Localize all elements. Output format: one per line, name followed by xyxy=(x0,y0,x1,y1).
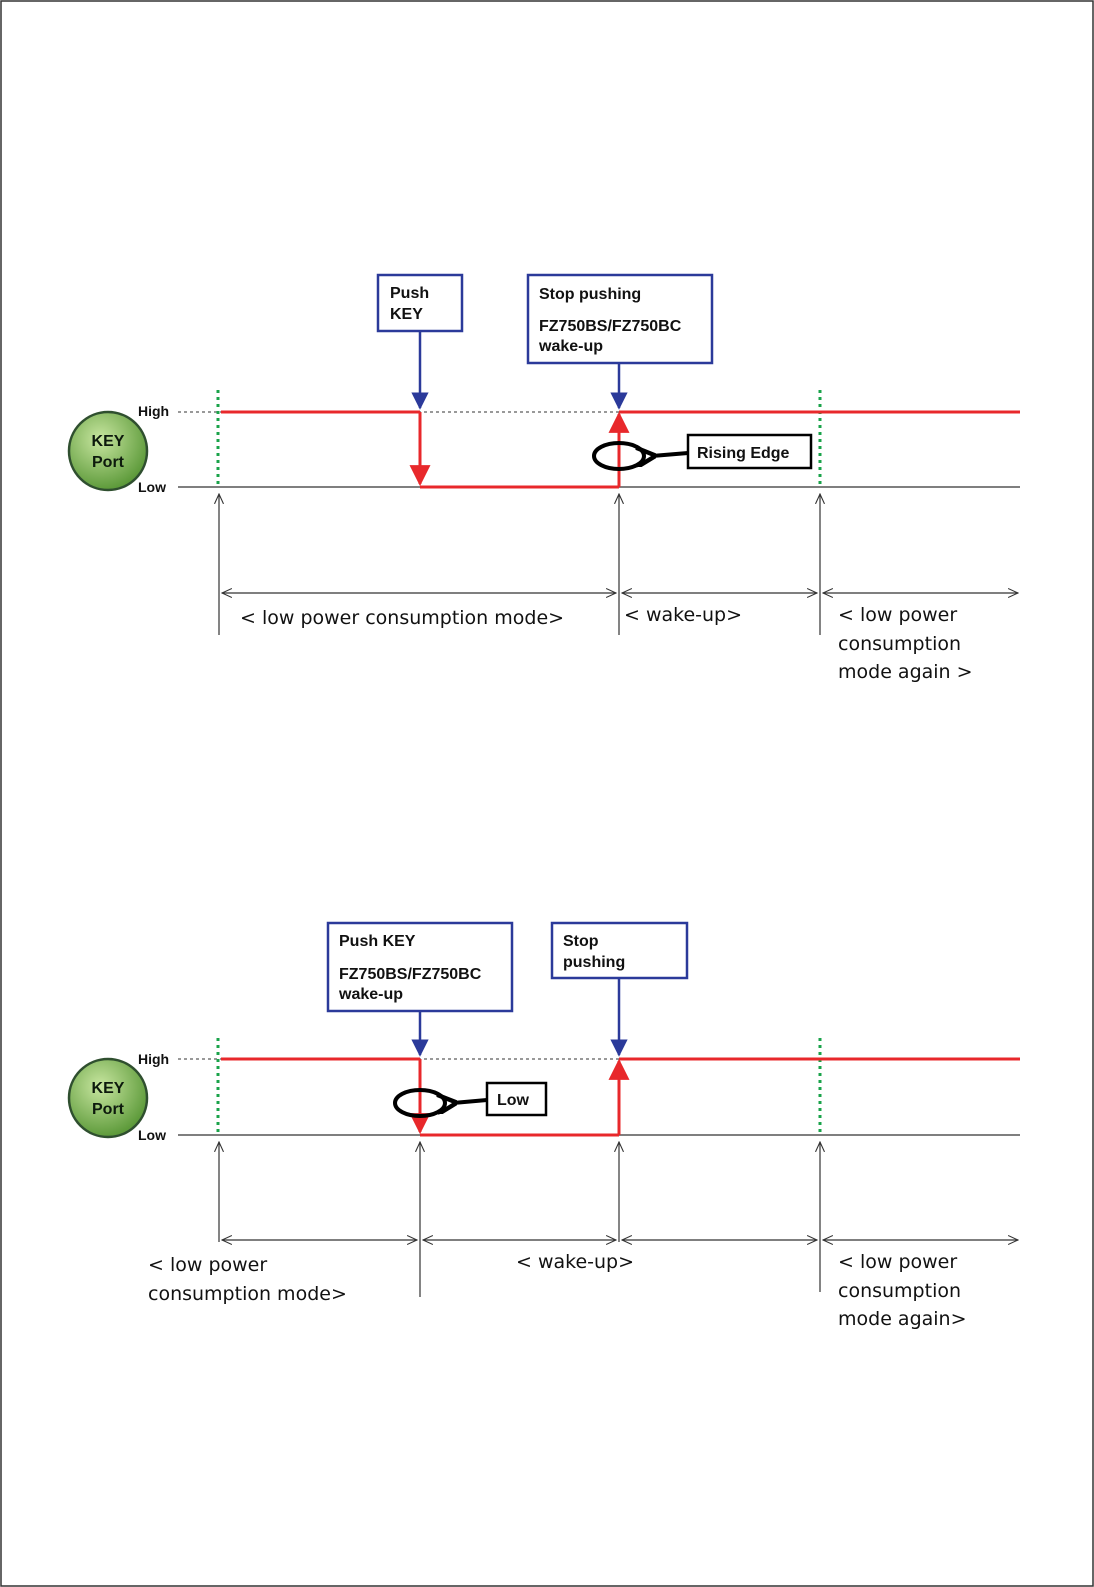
callout-push-line3: wake-up xyxy=(338,986,403,1003)
low-annotation: Low xyxy=(395,1083,546,1116)
mode-again-line3: mode again > xyxy=(838,661,973,683)
mode-again-line2: consumption xyxy=(838,1280,961,1302)
mode-wakeup: < wake-up> xyxy=(624,604,742,626)
callout-push-line1: Push KEY xyxy=(339,933,416,950)
callout-push-line1: Push xyxy=(390,285,429,302)
callout-stop-line2: pushing xyxy=(563,954,625,971)
mode-low-power-line1: < low power xyxy=(148,1254,267,1276)
callout-push-line2: FZ750BS/FZ750BC xyxy=(339,966,482,983)
callout-push-line2: KEY xyxy=(390,306,423,323)
port-label-line1: KEY xyxy=(92,433,125,450)
mode-wakeup: < wake-up> xyxy=(516,1251,634,1273)
edge-label: Rising Edge xyxy=(697,445,790,462)
edge-label: Low xyxy=(497,1092,530,1109)
diagram-2: KEY Port High Low Push KEY FZ750BS/FZ750… xyxy=(69,923,1020,1330)
port-label-line1: KEY xyxy=(92,1080,125,1097)
callout-stop-pushing: Stop pushing FZ750BS/FZ750BC wake-up xyxy=(528,275,712,408)
level-low-label: Low xyxy=(138,1127,166,1143)
mode-again-line1: < low power xyxy=(838,1251,957,1273)
mode-again-line1: < low power xyxy=(838,604,957,626)
edge-annotation: Rising Edge xyxy=(594,435,811,469)
key-port-badge: KEY Port xyxy=(69,412,147,490)
mode-again-line2: consumption xyxy=(838,633,961,655)
callout-stop-line1: Stop xyxy=(563,933,599,950)
mode-low-power: < low power consumption mode> xyxy=(240,607,564,629)
key-port-badge: KEY Port xyxy=(69,1059,147,1137)
mode-again-line3: mode again> xyxy=(838,1308,967,1330)
callout-push-key: Push KEY FZ750BS/FZ750BC wake-up xyxy=(328,923,512,1055)
callout-stop-line2: FZ750BS/FZ750BC xyxy=(539,318,682,335)
port-label-line2: Port xyxy=(92,454,125,471)
level-high-label: High xyxy=(138,1051,169,1067)
level-high-label: High xyxy=(138,403,169,419)
callout-stop-pushing: Stop pushing xyxy=(552,923,687,1055)
callout-stop-line3: wake-up xyxy=(538,338,603,355)
level-low-label: Low xyxy=(138,479,166,495)
diagram-1: KEY Port High Low Push KEY Stop pushing … xyxy=(69,275,1020,683)
callout-push-key: Push KEY xyxy=(378,275,462,408)
port-label-line2: Port xyxy=(92,1101,125,1118)
callout-stop-line1: Stop pushing xyxy=(539,286,641,303)
mode-low-power-line2: consumption mode> xyxy=(148,1283,347,1305)
